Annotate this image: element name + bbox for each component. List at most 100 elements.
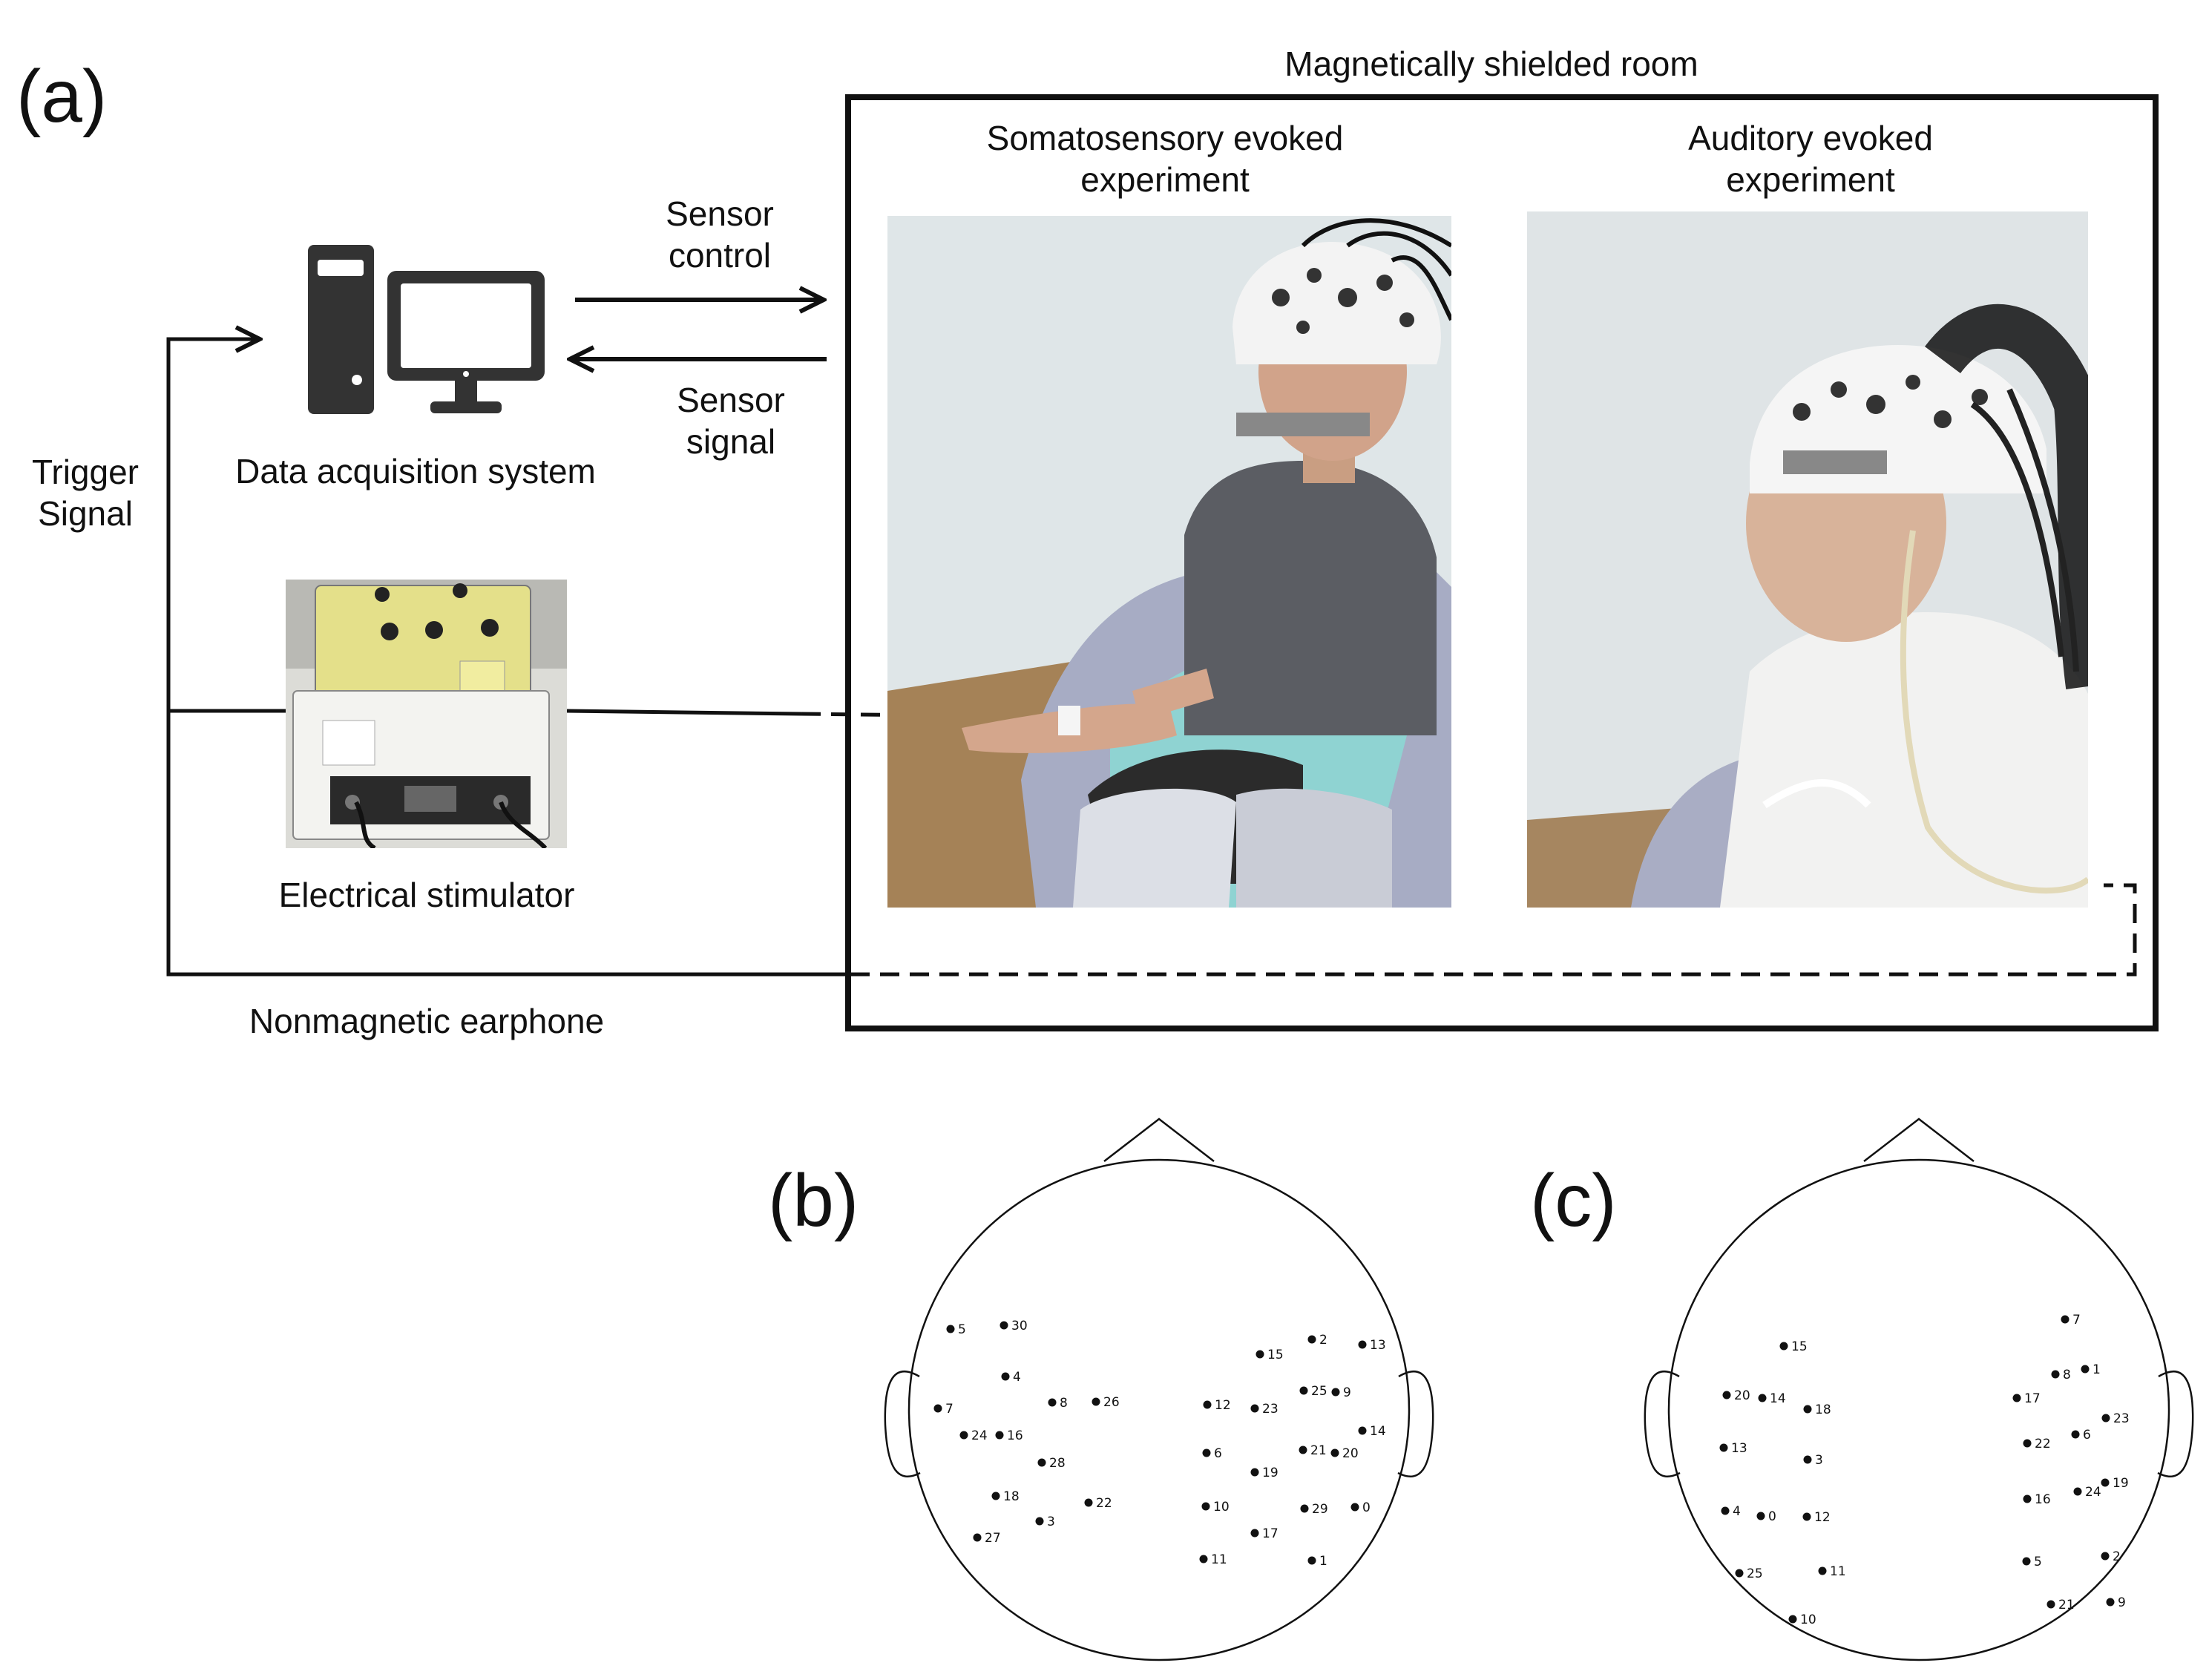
sensor-control-line1: Sensor [666,194,774,233]
sensor-label-c-22: 22 [2035,1437,2051,1451]
sensor-dot-c-10 [1788,1615,1797,1624]
sensor-control-label: Sensor control [623,193,816,276]
sensor-label-b-21: 21 [1310,1443,1327,1458]
sensor-dot-b-1 [1307,1556,1316,1565]
daq-label: Data acquisition system [235,452,596,490]
sensor-dot-c-14 [1758,1394,1767,1402]
sensor-dot-c-5 [2022,1557,2031,1566]
sensor-label-c-10: 10 [1800,1612,1816,1627]
sensor-label-c-11: 11 [1830,1564,1846,1579]
computer-tower-icon [308,245,374,414]
sensor-dot-c-16 [2023,1494,2032,1503]
sensor-label-c-13: 13 [1731,1441,1747,1456]
sensor-label-b-18: 18 [1003,1489,1020,1504]
somatosensory-title-line1: Somatosensory evoked [986,119,1344,157]
sensor-label-b-29: 29 [1312,1502,1328,1517]
sensor-dot-c-20 [1722,1391,1731,1400]
sensor-signal-label: Sensor signal [634,379,827,462]
sensor-dot-b-0 [1350,1503,1359,1512]
somatosensory-title-line2: experiment [1080,160,1250,200]
sensor-label-b-2: 2 [1319,1333,1327,1348]
sensor-dot-c-12 [1802,1512,1811,1521]
sensor-signal-line2: signal [686,422,776,462]
sensor-dot-c-4 [1721,1506,1730,1515]
auditory-title-line2: experiment [1726,160,1895,200]
sensor-dot-c-2 [2101,1552,2110,1561]
sensor-label-c-24: 24 [2085,1485,2101,1500]
sensor-dot-b-5 [946,1325,955,1333]
sensor-label-c-19: 19 [2113,1476,2129,1491]
auditory-title-line1: Auditory evoked [1688,119,1933,157]
sensor-dot-b-20 [1330,1448,1339,1457]
sensor-label-b-3: 3 [1047,1515,1055,1529]
sensor-label-c-25: 25 [1747,1566,1763,1581]
sensor-dot-b-10 [1201,1502,1210,1511]
panel-label-c: (c) [1530,1159,1617,1242]
sensor-label-b-9: 9 [1343,1385,1351,1400]
sensor-label-c-7: 7 [2072,1313,2081,1328]
sensor-label-c-16: 16 [2035,1492,2051,1507]
sensor-label-b-19: 19 [1262,1466,1279,1480]
sensor-label-b-23: 23 [1262,1402,1279,1417]
trigger-signal-line2: Signal [38,494,133,534]
sensor-signal-line1: Sensor [677,381,785,419]
head-outline-c [1644,1118,2194,1661]
stimulator-photo [286,580,567,848]
earphone-label: Nonmagnetic earphone [249,1002,605,1040]
sensor-dot-b-9 [1331,1388,1340,1397]
panel-label-a: (a) [16,55,108,138]
sensor-label-b-28: 28 [1049,1456,1066,1471]
head-outline-b [884,1118,1434,1661]
sensor-label-b-17: 17 [1262,1526,1279,1541]
sensor-dot-c-8 [2051,1370,2060,1379]
panel-label-b: (b) [768,1159,859,1242]
sensor-dot-c-0 [1756,1512,1765,1520]
sensor-label-c-14: 14 [1770,1391,1786,1406]
sensor-label-b-7: 7 [945,1402,953,1417]
sensor-dot-b-17 [1250,1529,1259,1538]
room-title: Magnetically shielded room [1284,45,1698,83]
sensor-label-c-6: 6 [2083,1428,2091,1443]
monitor-icon [387,271,545,413]
earphone-line-solid [166,711,850,977]
sensor-label-b-11: 11 [1211,1552,1227,1567]
sensor-label-b-12: 12 [1215,1398,1231,1413]
sensor-label-c-2: 2 [2113,1549,2121,1564]
sensor-label-b-13: 13 [1370,1338,1386,1353]
sensor-label-b-30: 30 [1011,1319,1028,1333]
sensor-label-c-17: 17 [2024,1391,2041,1406]
sensor-label-b-0: 0 [1362,1500,1371,1515]
sensor-dot-c-3 [1803,1455,1812,1464]
trigger-signal-label: Trigger Signal [0,451,171,534]
sensor-label-b-22: 22 [1096,1496,1112,1511]
sensor-dot-b-4 [1001,1372,1010,1381]
sensor-dot-b-28 [1037,1458,1046,1467]
sensor-label-b-25: 25 [1311,1384,1327,1399]
sensor-dot-c-15 [1779,1342,1788,1351]
sensor-label-b-5: 5 [958,1322,966,1337]
sensor-label-c-5: 5 [2034,1555,2042,1569]
sensor-label-b-15: 15 [1267,1348,1284,1362]
sensor-dot-b-13 [1358,1340,1367,1349]
sensor-dot-c-22 [2023,1439,2032,1448]
sensor-label-c-0: 0 [1768,1509,1776,1524]
sensor-dot-b-25 [1299,1386,1308,1395]
sensor-dot-c-25 [1735,1569,1744,1578]
sensor-dot-b-8 [1048,1398,1057,1407]
sensor-dot-b-22 [1084,1498,1093,1507]
sensor-dot-c-17 [2012,1394,2021,1402]
sensor-label-b-8: 8 [1060,1396,1068,1411]
sensor-label-b-1: 1 [1319,1554,1327,1569]
sensor-label-c-8: 8 [2063,1368,2071,1382]
sensor-dot-b-30 [1000,1321,1008,1330]
trigger-line [166,339,286,713]
sensor-label-b-10: 10 [1213,1500,1230,1515]
sensor-dot-c-1 [2081,1365,2090,1374]
sensor-label-c-23: 23 [2113,1411,2130,1426]
sensor-dot-c-23 [2101,1414,2110,1423]
earphone-line-dashed [850,883,2137,977]
sensor-dot-b-21 [1299,1446,1307,1454]
sensor-label-c-20: 20 [1734,1388,1750,1403]
